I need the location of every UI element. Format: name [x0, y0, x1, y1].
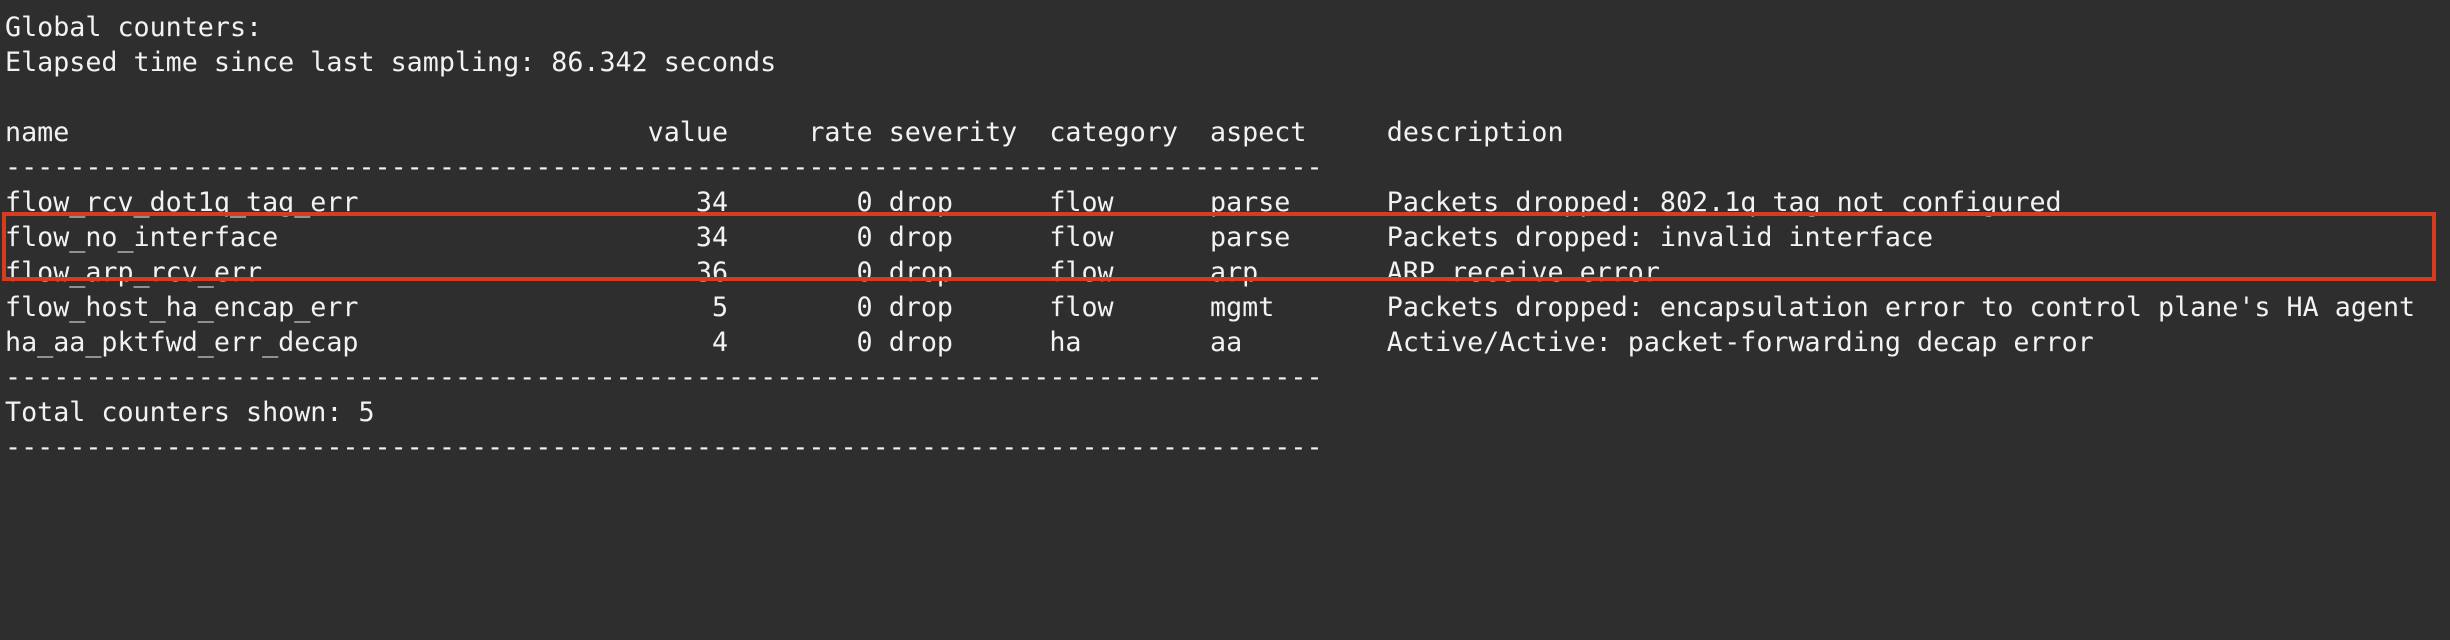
- counter-description: Packets dropped: invalid interface: [1386, 222, 1934, 253]
- counter-value: 5: [711, 292, 729, 323]
- table-row-highlighted: flow_no_interface 34 0 drop flow parse P…: [5, 220, 2450, 255]
- counter-description: Packets dropped: 802.1q tag not configur…: [1386, 187, 2062, 218]
- counter-name: flow_no_interface: [5, 222, 279, 253]
- counter-value: 4: [711, 327, 729, 358]
- counter-rate: 0: [856, 327, 873, 358]
- table-row: ha_aa_pktfwd_err_decap 4 0 drop ha aa Ac…: [5, 325, 2450, 360]
- terminal-output[interactable]: Global counters: Elapsed time since last…: [0, 0, 2450, 463]
- counter-name: ha_aa_pktfwd_err_decap: [5, 327, 359, 358]
- counter-category: flow: [1049, 292, 1114, 323]
- table-row-highlighted: flow_arp_rcv_err 36 0 drop flow arp ARP …: [5, 255, 2450, 290]
- separator-line: ----------------------------------------…: [5, 432, 1323, 463]
- counter-severity: drop: [888, 257, 953, 288]
- column-header-name: name: [5, 117, 70, 148]
- counter-aspect: aa: [1210, 327, 1243, 358]
- counter-aspect: mgmt: [1210, 292, 1275, 323]
- counter-severity: drop: [888, 327, 953, 358]
- table-row: flow_host_ha_encap_err 5 0 drop flow mgm…: [5, 290, 2450, 325]
- counter-severity: drop: [888, 292, 953, 323]
- counter-aspect: parse: [1210, 222, 1291, 253]
- column-header-value: value: [647, 117, 729, 148]
- counter-description: Packets dropped: encapsulation error to …: [1386, 292, 2416, 323]
- counter-value: 34: [695, 187, 729, 218]
- total-counters-line: Total counters shown: 5: [5, 397, 375, 428]
- counter-description: ARP receive error: [1386, 257, 1660, 288]
- counter-name: flow_host_ha_encap_err: [5, 292, 359, 323]
- counter-description: Active/Active: packet-forwarding decap e…: [1386, 327, 2094, 358]
- counter-name: flow_arp_rcv_err: [5, 257, 263, 288]
- counter-aspect: parse: [1210, 187, 1291, 218]
- counter-value: 34: [695, 222, 729, 253]
- counter-category: flow: [1049, 257, 1114, 288]
- counter-category: flow: [1049, 187, 1114, 218]
- counter-name: flow_rcv_dot1q_tag_err: [5, 187, 359, 218]
- column-header-aspect: aspect: [1210, 117, 1307, 148]
- table-header-row: name value rate severity category aspect…: [5, 115, 2450, 150]
- counter-category: ha: [1049, 327, 1082, 358]
- counter-severity: drop: [888, 222, 953, 253]
- elapsed-time-line: Elapsed time since last sampling: 86.342…: [5, 47, 777, 78]
- separator-line: ----------------------------------------…: [5, 362, 1323, 393]
- table-row: flow_rcv_dot1q_tag_err 34 0 drop flow pa…: [5, 185, 2450, 220]
- counter-rate: 0: [856, 222, 873, 253]
- blank-line: [5, 80, 2450, 115]
- counter-rate: 0: [856, 187, 873, 218]
- column-header-severity: severity: [888, 117, 1018, 148]
- global-counters-title: Global counters:: [5, 12, 263, 43]
- counter-aspect: arp: [1210, 257, 1259, 288]
- counter-rate: 0: [856, 292, 873, 323]
- column-header-rate: rate: [808, 117, 873, 148]
- counter-severity: drop: [888, 187, 953, 218]
- counter-category: flow: [1049, 222, 1114, 253]
- column-header-description: description: [1386, 117, 1564, 148]
- counter-value: 36: [695, 257, 729, 288]
- counter-rate: 0: [856, 257, 873, 288]
- column-header-category: category: [1049, 117, 1178, 148]
- separator-line: ----------------------------------------…: [5, 152, 1323, 183]
